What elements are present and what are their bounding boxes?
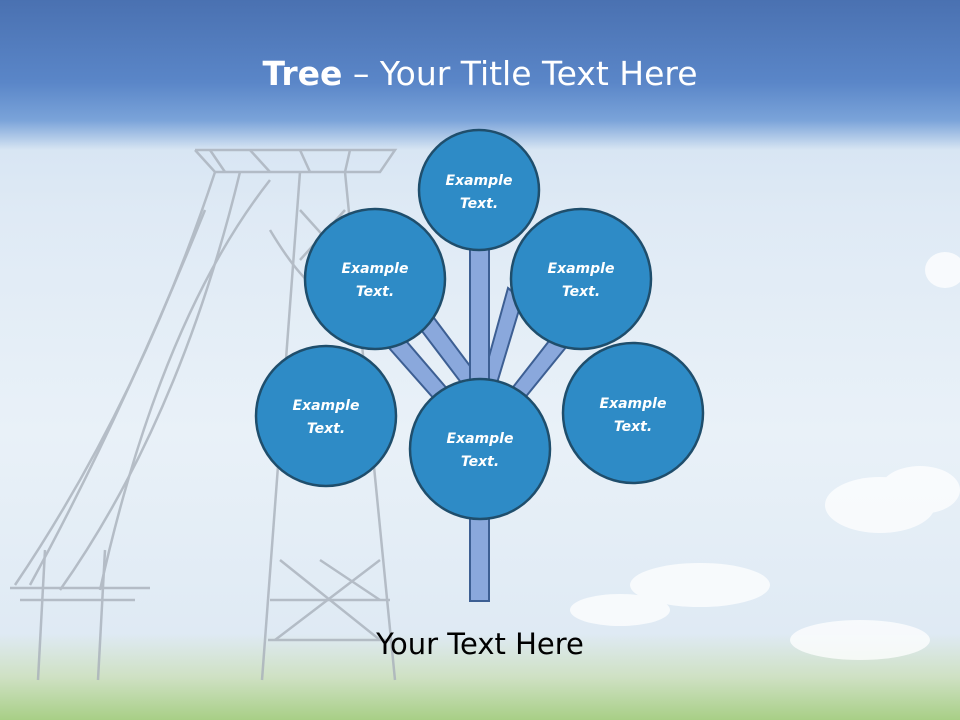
circle-top-line2: Text. [460, 196, 498, 212]
pylon-lines [10, 148, 398, 681]
title-rest-part: – Your Title Text Here [342, 54, 698, 93]
circle-upper-right[interactable]: Example Text. [509, 207, 653, 351]
slide-title: Tree – Your Title Text Here [0, 52, 960, 96]
circle-top-line1: Example [446, 173, 513, 189]
circle-lower-left-line2: Text. [307, 421, 345, 437]
circle-lower-right-line1: Example [600, 396, 667, 412]
circle-upper-left-line1: Example [342, 261, 409, 277]
circle-lower-left[interactable]: Example Text. [254, 344, 398, 488]
title-band [0, 0, 960, 150]
circle-top[interactable]: Example Text. [417, 128, 541, 252]
bottom-text: Your Text Here [376, 627, 584, 661]
circle-center[interactable]: Example Text. [408, 377, 552, 521]
circle-center-line1: Example [447, 431, 514, 447]
title-bold-part: Tree [262, 54, 343, 93]
circle-center-line2: Text. [461, 454, 499, 470]
circle-lower-right-line2: Text. [614, 419, 652, 435]
circle-upper-left-line2: Text. [356, 284, 394, 300]
circle-upper-right-line2: Text. [562, 284, 600, 300]
circle-lower-right[interactable]: Example Text. [561, 341, 705, 485]
cloud-shapes [570, 252, 960, 660]
circle-lower-left-line1: Example [293, 398, 360, 414]
circle-upper-left[interactable]: Example Text. [303, 207, 447, 351]
circle-upper-right-line1: Example [548, 261, 615, 277]
